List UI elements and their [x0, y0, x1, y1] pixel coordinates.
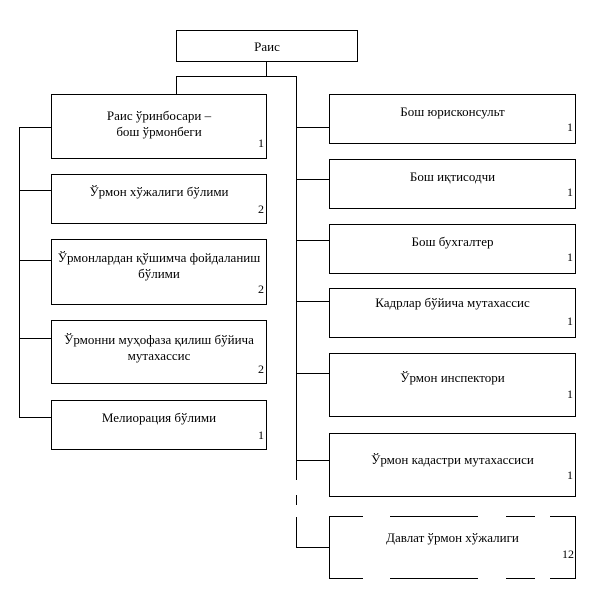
node-left-additional-use-dept-count: 2 [258, 282, 264, 296]
node-right-chief-economist-label: Бош иқтисодчи [409, 169, 496, 184]
node-right-hr-specialist: Кадрлар бўйича мутахассис 1 [329, 288, 576, 338]
node-right-hr-specialist-count: 1 [567, 314, 573, 328]
node-right-cadastre-specialist-count: 1 [567, 468, 573, 482]
node-right-chief-accountant-label: Бош бухгалтер [411, 234, 494, 249]
node-right-legal-counsel-label: Бош юрисконсульт [400, 104, 505, 119]
node-right-chief-economist: Бош иқтисодчи 1 [329, 159, 576, 209]
node-right-cadastre-specialist: Ўрмон кадастри мутахассиси 1 [329, 433, 576, 497]
node-left-forestry-dept-count: 2 [258, 202, 264, 216]
node-left-deputy-count: 1 [258, 136, 264, 150]
node-left-protection-specialist-label: Ўрмонни муҳофаза қилиш бўйича мутахассис [64, 332, 254, 363]
node-left-protection-specialist: Ўрмонни муҳофаза қилиш бўйича мутахассис… [51, 320, 267, 384]
node-left-melioration-dept-count: 1 [258, 428, 264, 442]
node-left-forestry-dept: Ўрмон хўжалиги бўлими 2 [51, 174, 267, 224]
node-right-chief-economist-count: 1 [567, 185, 573, 199]
node-right-legal-counsel-count: 1 [567, 120, 573, 134]
node-left-protection-specialist-count: 2 [258, 362, 264, 376]
node-right-forest-inspector-label: Ўрмон инспектори [400, 370, 505, 385]
node-right-cadastre-specialist-label: Ўрмон кадастри мутахассиси [371, 452, 534, 467]
node-head-label: Раис [254, 39, 280, 54]
node-left-additional-use-dept: Ўрмонлардан қўшимча фойдаланиш бўлими 2 [51, 239, 267, 305]
node-head: Раис [176, 30, 358, 62]
node-right-chief-accountant-count: 1 [567, 250, 573, 264]
node-left-forestry-dept-label: Ўрмон хўжалиги бўлими [89, 184, 229, 199]
node-right-legal-counsel: Бош юрисконсульт 1 [329, 94, 576, 144]
node-right-state-forestry: Давлат ўрмон хўжалиги 12 [329, 516, 576, 579]
node-left-additional-use-dept-label: Ўрмонлардан қўшимча фойдаланиш бўлими [57, 250, 261, 281]
node-right-hr-specialist-label: Кадрлар бўйича мутахассис [375, 295, 530, 310]
node-left-melioration-dept-label: Мелиорация бўлими [101, 410, 217, 425]
node-left-deputy-label: Раис ўринбосари – бош ўрмонбеги [106, 108, 212, 139]
node-right-chief-accountant: Бош бухгалтер 1 [329, 224, 576, 274]
node-left-melioration-dept: Мелиорация бўлими 1 [51, 400, 267, 450]
node-right-state-forestry-count: 12 [562, 547, 574, 561]
node-right-forest-inspector: Ўрмон инспектори 1 [329, 353, 576, 417]
node-right-state-forestry-label: Давлат ўрмон хўжалиги [386, 530, 519, 545]
dashed-box-border [329, 516, 576, 579]
node-left-deputy: Раис ўринбосари – бош ўрмонбеги 1 [51, 94, 267, 159]
node-right-forest-inspector-count: 1 [567, 387, 573, 401]
